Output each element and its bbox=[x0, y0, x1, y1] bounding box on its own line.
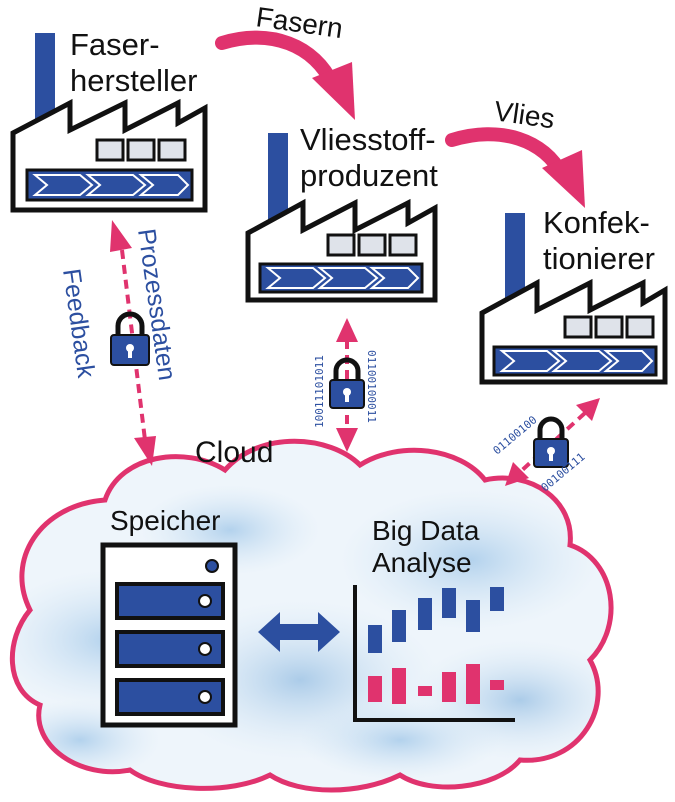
binary-mid-left-label: 10011101011 bbox=[313, 355, 326, 428]
analyse-label-line1: Big Data bbox=[372, 515, 480, 546]
speicher-label: Speicher bbox=[110, 505, 221, 536]
factory-konfektionierer-icon bbox=[479, 213, 668, 385]
cloud-shape bbox=[9, 438, 614, 793]
konfektionierer-label-line1: Konfek- bbox=[543, 205, 650, 240]
lock-icon bbox=[110, 311, 150, 366]
factory-vliesstoff-icon bbox=[245, 133, 438, 303]
lock-icon bbox=[329, 357, 365, 409]
server-icon bbox=[100, 542, 238, 728]
factory-faserhersteller-icon bbox=[10, 33, 208, 213]
bidirectional-arrow-icon bbox=[258, 612, 340, 652]
konfektionierer-label-line2: tionierer bbox=[543, 241, 655, 276]
binary-right-top-label: 01100100 bbox=[491, 413, 540, 457]
link-konfektionierer-cloud bbox=[505, 398, 600, 486]
fasern-flow-arrow-icon bbox=[215, 30, 355, 120]
feedback-label: Feedback bbox=[57, 267, 100, 380]
analyse-label-line2: Analyse bbox=[372, 547, 472, 578]
vliesstoff-label-line2: produzent bbox=[300, 158, 438, 193]
vliesstoff-label-line1: Vliesstoff- bbox=[300, 122, 436, 157]
vlies-flow-arrow-icon bbox=[445, 127, 585, 208]
cloud-label: Cloud bbox=[195, 436, 273, 469]
faserhersteller-label-line1: Faser- bbox=[70, 27, 160, 62]
binary-mid-right-label: 01100100011 bbox=[365, 350, 378, 423]
faserhersteller-label-line2: hersteller bbox=[70, 63, 198, 98]
analysis-chart-icon bbox=[353, 585, 515, 722]
lock-icon bbox=[533, 416, 569, 468]
